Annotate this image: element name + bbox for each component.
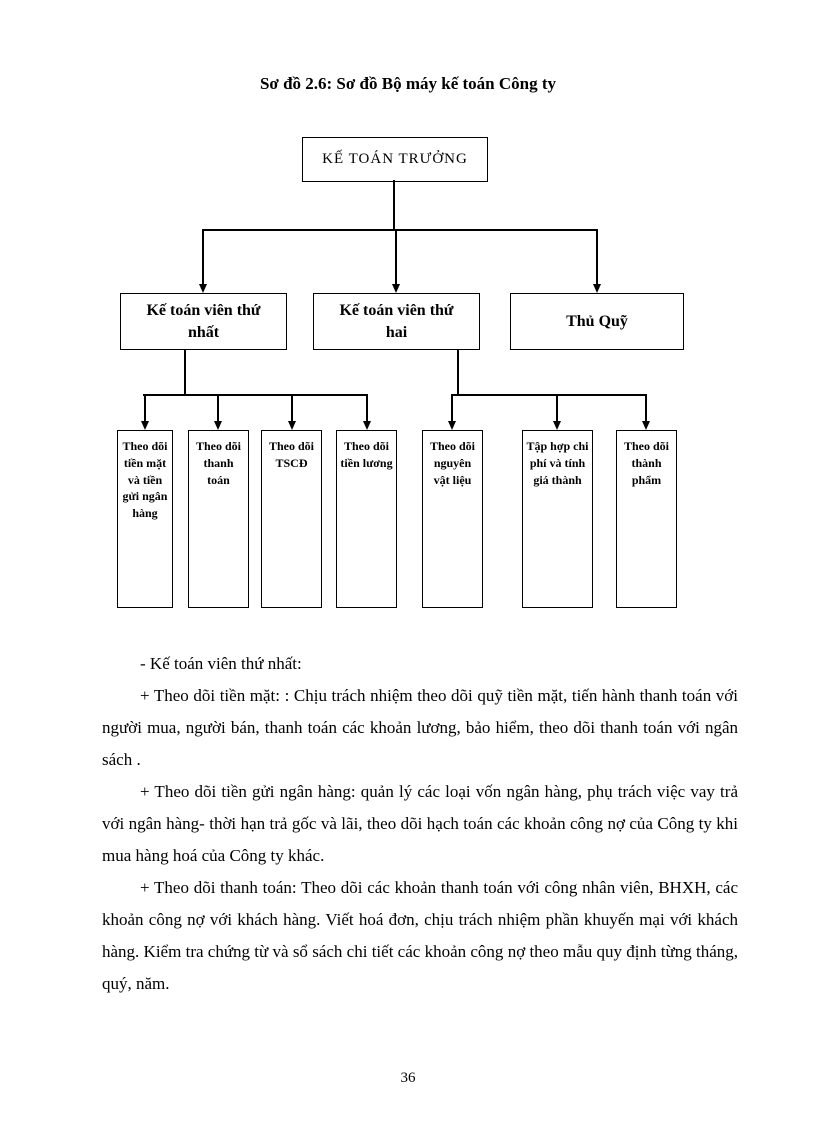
arrow-down-icon xyxy=(392,284,400,293)
arrow-down-icon xyxy=(214,421,222,430)
connector-drop-sub-2 xyxy=(217,394,219,423)
arrow-down-icon xyxy=(642,421,650,430)
page-number: 36 xyxy=(400,1070,416,1086)
arrow-down-icon xyxy=(141,421,149,430)
connector-drop-l2-3 xyxy=(596,229,598,285)
org-box-salaries: Theo dõi tiền lương xyxy=(336,430,397,608)
connector-acct2-bus xyxy=(451,394,647,396)
arrow-down-icon xyxy=(593,284,601,293)
paragraph-payment-tracking: + Theo dõi thanh toán: Theo dõi các khoả… xyxy=(102,878,738,993)
connector-acct1-bus xyxy=(143,394,368,396)
connector-drop-sub-6 xyxy=(556,394,558,423)
connector-level2-bus xyxy=(202,229,598,231)
connector-root-stem xyxy=(393,180,395,231)
org-box-fixed-assets: Theo dõi TSCĐ xyxy=(261,430,322,608)
arrow-down-icon xyxy=(363,421,371,430)
arrow-down-icon xyxy=(199,284,207,293)
paragraph-accountant-first-heading: - Kế toán viên thứ nhất: xyxy=(140,654,302,673)
connector-drop-l2-2 xyxy=(395,229,397,285)
connector-drop-sub-7 xyxy=(645,394,647,423)
connector-acct2-stem xyxy=(457,350,459,396)
org-box-cost-accumulation: Tập hợp chi phí và tính giá thành xyxy=(522,430,593,608)
paragraph-bank-deposit-tracking: + Theo dõi tiền gửi ngân hàng: quản lý c… xyxy=(102,782,738,865)
org-box-payments: Theo dõi thanh toán xyxy=(188,430,249,608)
diagram-title: Sơ đồ 2.6: Sơ đồ Bộ máy kế toán Công ty xyxy=(259,74,557,93)
arrow-down-icon xyxy=(288,421,296,430)
org-box-accountant-second: Kế toán viên thứ hai xyxy=(313,293,480,350)
org-box-treasurer: Thủ Quỹ xyxy=(510,293,684,350)
org-box-raw-materials: Theo dõi nguyên vật liệu xyxy=(422,430,483,608)
connector-drop-sub-4 xyxy=(366,394,368,423)
arrow-down-icon xyxy=(553,421,561,430)
org-box-finished-goods: Theo dõi thành phẩm xyxy=(616,430,677,608)
connector-drop-sub-1 xyxy=(144,394,146,423)
org-box-accountant-first: Kế toán viên thứ nhất xyxy=(120,293,287,350)
paragraph-cash-tracking: + Theo dõi tiền mặt: : Chịu trách nhiệm … xyxy=(102,686,738,769)
org-box-chief-accountant: KẾ TOÁN TRƯỞNG xyxy=(302,137,488,182)
connector-acct1-stem xyxy=(184,350,186,396)
connector-drop-sub-3 xyxy=(291,394,293,423)
connector-drop-l2-1 xyxy=(202,229,204,285)
body-text: - Kế toán viên thứ nhất: + Theo dõi tiền… xyxy=(102,648,738,1000)
connector-drop-sub-5 xyxy=(451,394,453,423)
arrow-down-icon xyxy=(448,421,456,430)
org-box-cash-and-bank-deposits: Theo dõi tiền mặt và tiền gửi ngân hàng xyxy=(117,430,173,608)
